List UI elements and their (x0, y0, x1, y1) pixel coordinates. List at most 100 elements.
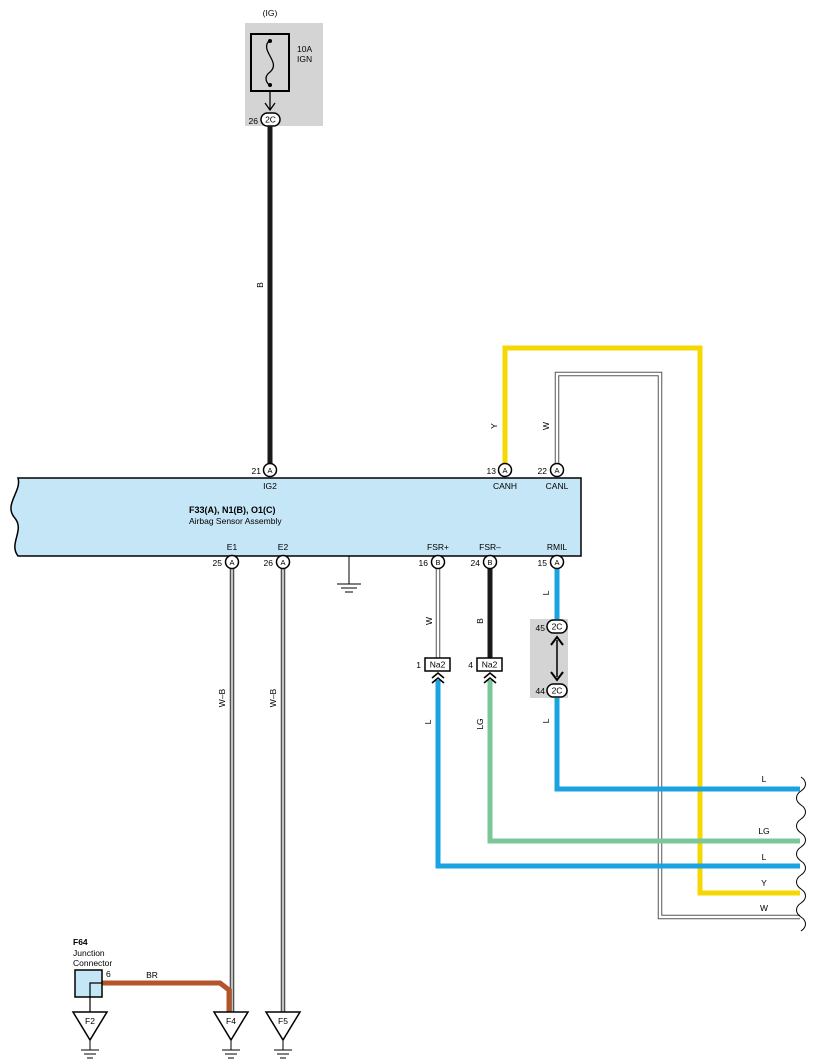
wires: B Y W W–B W–B W B L L L (102, 126, 800, 1012)
na2-right-chevron-icon (483, 671, 497, 684)
terminal-name: RMIL (547, 542, 568, 552)
ecu-title: F33(A), N1(B), O1(C) (189, 505, 276, 515)
terminal-name: E1 (227, 542, 238, 552)
terminal-circle (430, 554, 446, 570)
wire-break-icon (796, 776, 806, 932)
terminal-pin: 13 (487, 466, 497, 476)
terminal-name: E2 (278, 542, 289, 552)
jc-bot-connector (546, 683, 568, 698)
ecu-body-ground-icon (337, 556, 361, 593)
jc-bot-id: 2C (552, 686, 563, 696)
wire-fsrminus-upper-label: B (475, 618, 485, 624)
ign-2c-id: 2C (265, 115, 276, 125)
jc-top-pin: 45 (536, 623, 546, 633)
ground-triangle-icon (71, 1011, 109, 1042)
fuse-end-dot-bottom (268, 83, 272, 87)
terminal-name: CANL (546, 481, 569, 491)
jc-top-id: 2C (552, 622, 563, 632)
ecu-terminal-fsr-plus: B 16 FSR+ (419, 542, 449, 570)
terminal-pin: 25 (213, 558, 223, 568)
jc-down-arrow-icon (550, 671, 564, 682)
wire-br-brown (102, 980, 232, 1012)
wire-canh-label: Y (489, 423, 499, 429)
jc-bot-pin: 44 (536, 686, 546, 696)
wire-fsrplus-lower-blue (435, 680, 800, 869)
terminal-letter: A (554, 558, 559, 567)
f64-junction-connector: F64 Junction Connector 6 (73, 937, 112, 1012)
wire-e1-label: W–B (217, 688, 227, 707)
fuse-name: IGN (297, 54, 312, 64)
f64-internal-link (89, 982, 102, 1012)
fuse-supply-label: (IG) (263, 8, 278, 18)
ecu-terminal-canh: A 13 CANH (487, 462, 517, 491)
terminal-name: FSR+ (427, 542, 449, 552)
ground-label: F4 (226, 1016, 236, 1026)
fuse-block: (IG) 10A IGN 26 2C (245, 8, 323, 127)
terminal-circle (549, 462, 565, 478)
terminal-letter: B (487, 558, 492, 567)
jc-top-connector (546, 619, 568, 634)
terminal-pin: 15 (538, 558, 548, 568)
terminal-name: IG2 (263, 481, 277, 491)
right-end-label-2: LG (758, 826, 769, 836)
terminal-letter: A (554, 466, 559, 475)
jc-up-arrow-icon (550, 635, 564, 646)
junction-connector-2c: 45 2C 44 2C (530, 619, 568, 698)
right-end-label-1: L (762, 774, 767, 784)
na2-left-pin: 1 (416, 660, 421, 670)
na2-right-id: Na2 (482, 660, 498, 670)
right-end-label-5: W (760, 903, 768, 913)
terminal-pin: 26 (264, 558, 274, 568)
terminal-pin: 24 (471, 558, 481, 568)
na2-left-box (424, 657, 451, 672)
right-end-label-4: Y (761, 878, 767, 888)
f64-id: F64 (73, 937, 88, 947)
terminal-letter: A (267, 466, 272, 475)
wire-rmil-lower-label: L (541, 718, 551, 723)
terminal-name: CANH (493, 481, 517, 491)
wire-rmil-upper-label: L (541, 590, 551, 595)
wire-ig-label: B (255, 282, 265, 288)
ign-2c-pin: 26 (249, 116, 259, 126)
wire-canl-white-inner (555, 372, 800, 919)
fuse-element-icon (265, 39, 275, 87)
f64-line2: Connector (73, 958, 112, 968)
terminal-pin: 16 (419, 558, 429, 568)
na2-connector-left: 1 Na2 (416, 657, 451, 684)
ecu-subtitle: Airbag Sensor Assembly (189, 516, 282, 526)
ground-point-f5: F5 (264, 1011, 302, 1059)
na2-connector-right: 4 Na2 (468, 657, 503, 684)
terminal-circle (262, 462, 278, 478)
terminal-circle (275, 554, 291, 570)
ecu-terminal-rmil: A 15 RMIL (538, 542, 568, 570)
ecu-terminal-e1: A 25 E1 (213, 542, 240, 570)
ecu-body (10, 477, 582, 557)
wire-rmil-lower-blue (554, 696, 800, 792)
f64-line1: Junction (73, 948, 105, 958)
terminal-name: FSR– (479, 542, 501, 552)
f64-pin: 6 (106, 969, 111, 979)
ground-label: F2 (85, 1016, 95, 1026)
ecu-terminal-ig2: A 21 IG2 (252, 462, 278, 491)
na2-right-box (476, 657, 503, 672)
wire-fsrminus-lower-lightgreen (487, 680, 800, 844)
terminal-pin: 22 (538, 466, 548, 476)
ecu-terminal-fsr-minus: B 24 FSR– (471, 542, 501, 570)
ground-triangle-icon (264, 1011, 302, 1042)
fuse-arrow-icon (264, 102, 276, 112)
fuse-rating: 10A (297, 44, 312, 54)
wire-canl-label: W (541, 422, 551, 430)
terminal-circle (549, 554, 565, 570)
right-wire-ends: L LG L Y W (758, 774, 806, 932)
fuse-gray-box (245, 23, 323, 126)
terminal-circle (497, 462, 513, 478)
ground-label: F5 (278, 1016, 288, 1026)
na2-left-chevron-icon (431, 671, 445, 684)
terminal-letter: A (280, 558, 285, 567)
fuse-end-dot-top (268, 39, 272, 43)
ecu-terminal-canl: A 22 CANL (538, 462, 569, 491)
terminal-letter: A (229, 558, 234, 567)
ground-triangle-icon (212, 1011, 250, 1042)
airbag-sensor-assembly: F33(A), N1(B), O1(C) Airbag Sensor Assem… (10, 462, 582, 593)
